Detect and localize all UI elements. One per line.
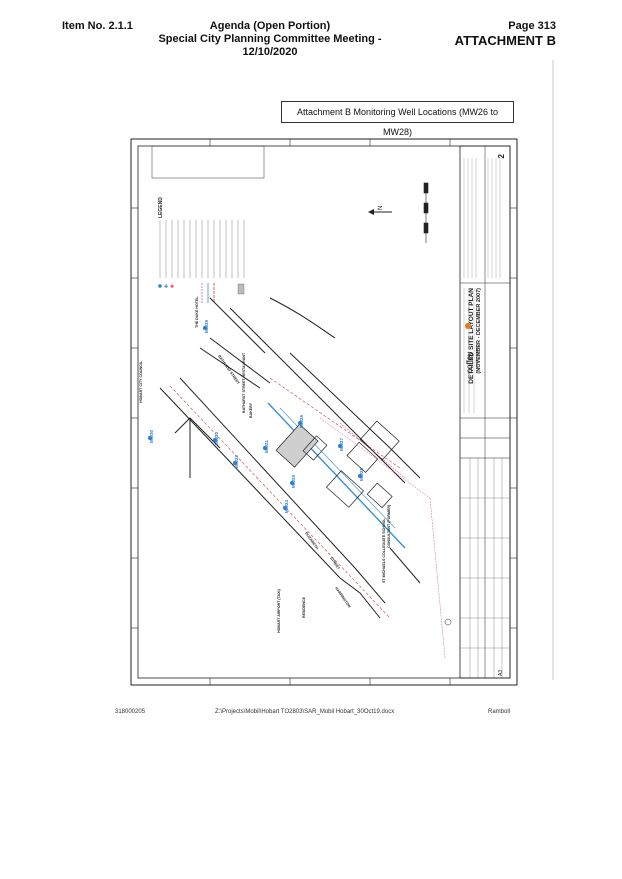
drawing-frame-inner: [137, 145, 511, 679]
svg-text:CONSULTANT (FORMER): CONSULTANT (FORMER): [387, 504, 391, 548]
svg-text:BATHURST STREET RESTAURANT: BATHURST STREET RESTAURANT: [242, 352, 246, 413]
footer-document-number: 318000205: [115, 709, 146, 715]
svg-text:MW27: MW27: [339, 438, 344, 451]
well-marker: MW24: [283, 500, 289, 513]
svg-text:MW28: MW28: [359, 468, 364, 481]
svg-text:MW23: MW23: [214, 432, 219, 445]
svg-text:HOBART CITY COUNCIL: HOBART CITY COUNCIL: [139, 360, 143, 403]
page-edge-divider: [552, 60, 554, 680]
figure-caption: Attachment B Monitoring Well Locations (…: [281, 101, 514, 137]
frame-ticks: [131, 139, 517, 685]
paper-size-label: A3: [498, 670, 504, 676]
company-logo-text: coffey: [465, 352, 474, 373]
well-marker: MW27: [338, 438, 344, 451]
footer-company: Ramboll: [488, 709, 511, 715]
agenda-title: Agenda (Open Portion): [209, 20, 331, 32]
well-marker: MW22: [233, 455, 239, 468]
svg-text:BAKERY: BAKERY: [249, 402, 253, 418]
monitoring-wells: MW26 MW27 MW28 MW25 MW21 MW22 MW23 MW24 …: [148, 320, 364, 513]
scale-bar: [423, 182, 429, 243]
svg-text:✚: ✚: [170, 284, 174, 290]
drawing-title: DETAILED SITE LAYOUT PLAN: [468, 288, 475, 384]
svg-text:ST MICHAELS COLLEGIATE SCHOOL: ST MICHAELS COLLEGIATE SCHOOL: [382, 518, 386, 583]
well-marker: MW23: [213, 432, 219, 445]
item-number: Item No. 2.1.1: [62, 20, 133, 32]
drawing-subtitle: (NOVEMBER - DECEMBER 2007): [476, 288, 482, 374]
svg-text:MW26: MW26: [299, 415, 304, 428]
meeting-title: Special City Planning Committee Meeting …: [158, 33, 382, 58]
svg-text:MW30: MW30: [149, 430, 154, 443]
svg-text:HOBART AIRPORT (TAXI): HOBART AIRPORT (TAXI): [277, 588, 281, 633]
legend: LEGEND ✚ ✚: [151, 145, 265, 303]
svg-text:✚: ✚: [164, 284, 168, 290]
sheet-number: 2: [497, 153, 506, 158]
drawing-frame-outer: [130, 138, 518, 686]
svg-text:MW21: MW21: [264, 440, 269, 453]
svg-text:RESIDENCE: RESIDENCE: [302, 596, 306, 618]
legend-symbols: ✚ ✚: [158, 283, 245, 303]
well-marker: MW28: [358, 468, 364, 481]
revision-mark: [444, 618, 452, 626]
agenda-heading: Agenda (Open Portion) Special City Plann…: [150, 20, 390, 59]
svg-text:HARRINGTON: HARRINGTON: [334, 586, 351, 609]
map-labels: BATHURST STREET ELIZABETH STREET HARRING…: [139, 296, 391, 633]
page-number: Page 313: [508, 20, 556, 32]
legend-title: LEGEND: [158, 197, 164, 218]
svg-text:N: N: [378, 206, 384, 210]
utility-lines: [169, 377, 446, 659]
svg-text:MW24: MW24: [284, 500, 289, 513]
legend-box: [151, 145, 265, 179]
site-layout-drawing: DETAILED SITE LAYOUT PLAN (NOVEMBER - DE…: [130, 138, 518, 686]
footer-file-path: Z:\Projects\Mobil\Hobart TO2803\SAR_Mobi…: [215, 709, 395, 715]
coffey-logo-icon: [465, 323, 471, 329]
well-marker: MW21: [263, 440, 269, 453]
well-marker: MW26: [298, 415, 304, 428]
svg-text:MW29: MW29: [204, 320, 209, 333]
well-marker: MW29: [203, 320, 209, 333]
well-marker: MW25: [290, 475, 296, 488]
svg-text:MW25: MW25: [291, 475, 296, 488]
attachment-label: ATTACHMENT B: [454, 33, 556, 48]
well-marker: MW30: [148, 430, 154, 443]
svg-text:MW22: MW22: [234, 455, 239, 468]
north-arrow-icon: N: [368, 206, 392, 215]
company-sub-text: environments: [474, 344, 479, 368]
buildings: [275, 420, 400, 509]
svg-text:THE DUKE HOTEL: THE DUKE HOTEL: [195, 296, 199, 328]
title-block: DETAILED SITE LAYOUT PLAN (NOVEMBER - DE…: [459, 145, 511, 679]
svg-text:STREET: STREET: [329, 556, 341, 571]
